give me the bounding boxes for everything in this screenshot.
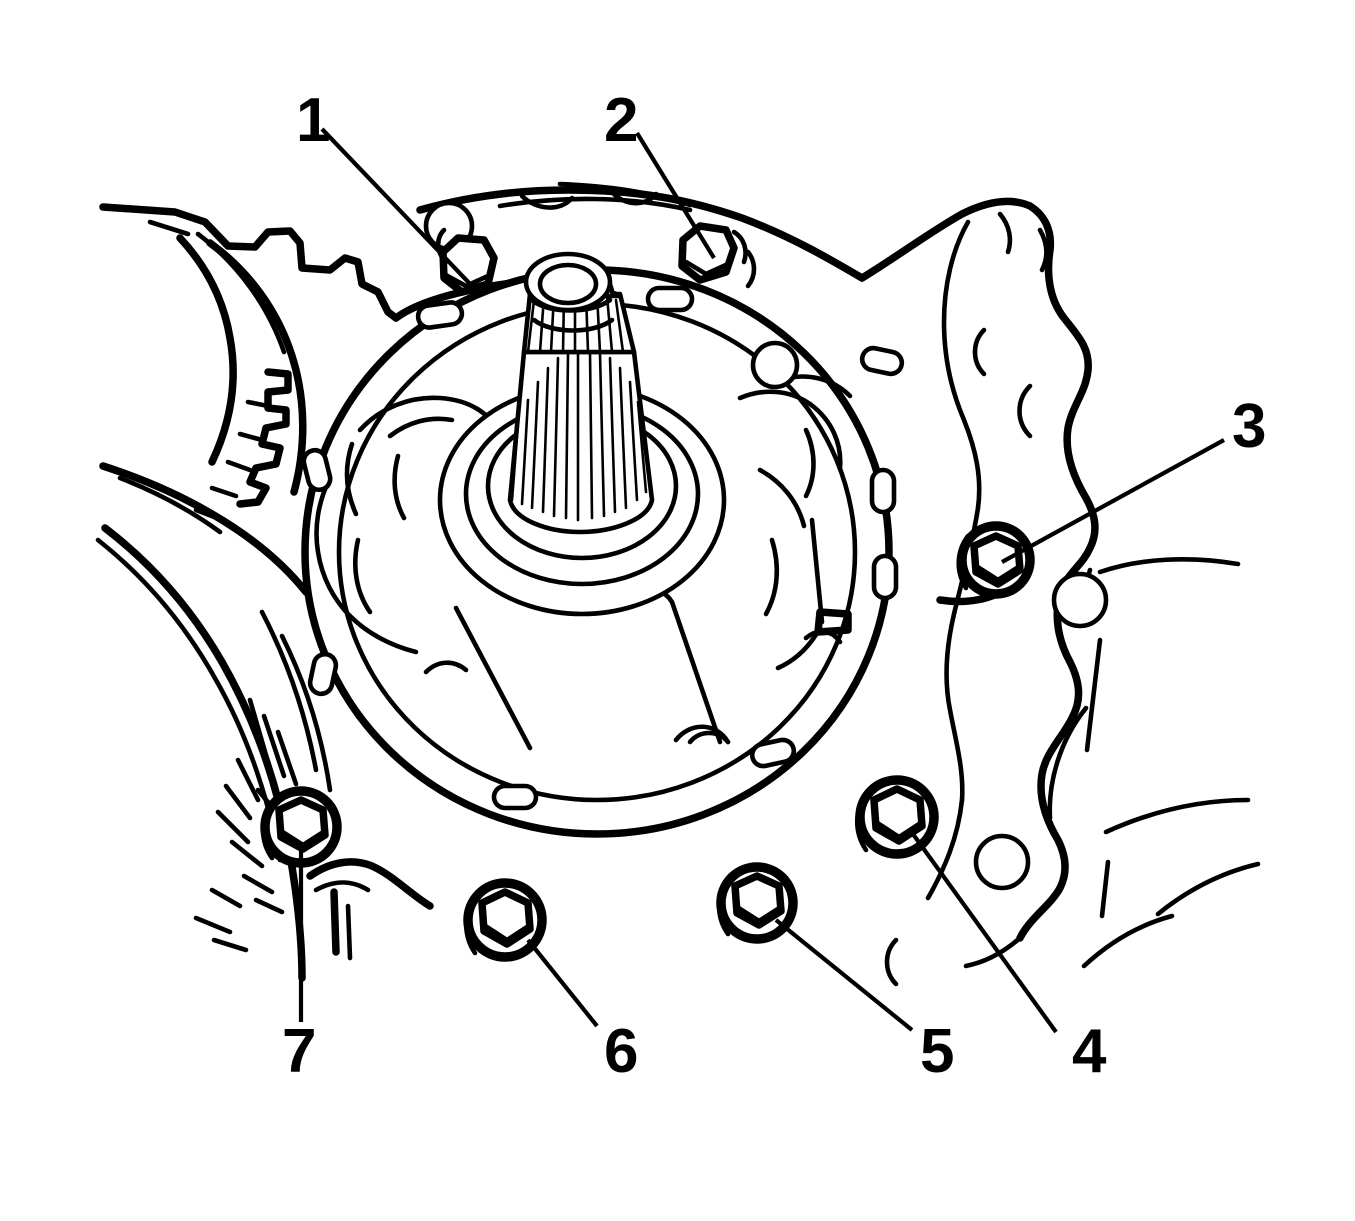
callout-label-1: 1 <box>296 86 330 155</box>
callout-leader-lines <box>298 127 1226 1034</box>
leader-line-5 <box>774 918 914 1032</box>
dowel-hole <box>750 340 800 390</box>
hex-bolt-5 <box>716 862 798 944</box>
hex-bolt-4 <box>854 775 939 859</box>
callout-label-3: 3 <box>1232 392 1266 461</box>
hex-bolt-6 <box>463 878 547 962</box>
locating-tab <box>869 467 897 515</box>
pump-body-internal-detail <box>301 200 1109 987</box>
spline-teeth <box>510 350 648 522</box>
callout-labels: 1 2 3 4 5 6 7 <box>282 86 1266 1086</box>
callout-label-5: 5 <box>920 1017 954 1086</box>
locating-tab <box>301 447 333 493</box>
locating-tab <box>307 651 339 697</box>
locating-tab <box>859 345 905 377</box>
leader-line-6 <box>526 938 599 1028</box>
dowel-hole <box>1051 571 1109 629</box>
lower-left-case-arc <box>95 524 434 982</box>
leader-line-2 <box>635 131 716 260</box>
hex-bolt-7 <box>260 786 342 868</box>
locating-tab <box>491 783 539 811</box>
callout-label-7: 7 <box>282 1017 316 1086</box>
leader-line-1 <box>320 127 474 288</box>
splined-shaft <box>507 251 655 535</box>
hex-bolt-1 <box>435 227 498 296</box>
leader-line-4 <box>908 828 1058 1034</box>
locating-tab <box>415 300 465 330</box>
hex-bolt-3 <box>956 521 1035 599</box>
callout-label-2: 2 <box>604 86 638 155</box>
leader-line-3 <box>1000 438 1226 564</box>
locating-tab <box>749 737 797 769</box>
callout-label-6: 6 <box>604 1017 638 1086</box>
locating-tab <box>645 285 695 313</box>
locating-tab <box>871 553 899 601</box>
callout-label-4: 4 <box>1072 1017 1107 1086</box>
ring-gear-sector <box>99 231 310 596</box>
dowel-hole <box>973 833 1031 891</box>
shaft-collar-bore <box>537 262 599 306</box>
hex-bolt-2 <box>678 222 757 289</box>
